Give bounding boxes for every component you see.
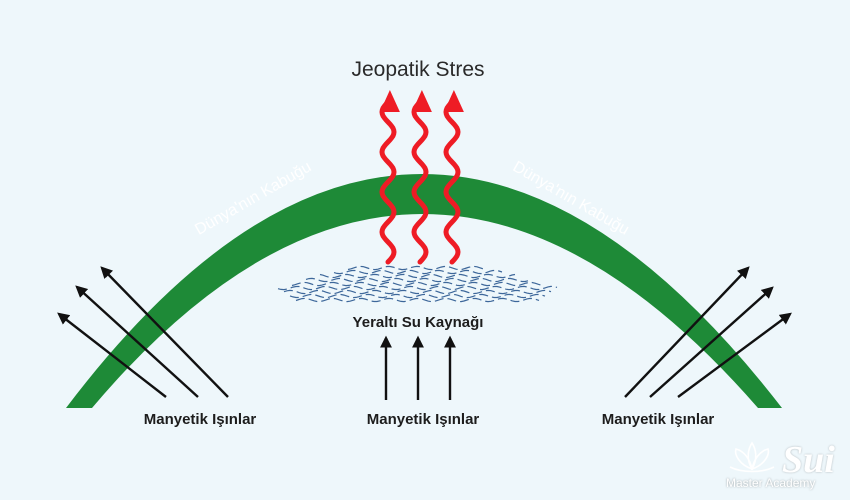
stress-wave [411, 97, 429, 265]
water-wave-line [295, 297, 540, 303]
water-wave-line [305, 277, 529, 283]
brand-name: Sui [782, 439, 835, 481]
magnetic-rays-right [624, 266, 792, 398]
rays-label-center: Manyetik Işınlar [366, 411, 480, 428]
magnetic-rays-left [57, 266, 229, 398]
ray-arrow [57, 312, 167, 398]
water-wave-line [277, 285, 558, 291]
water-wave-line [319, 273, 516, 279]
rays-label-right: Manyetik Işınlar [601, 411, 715, 428]
brand-logo: Sui Master Academy [722, 438, 840, 494]
stress-arrowhead [379, 90, 400, 112]
diagram-title: Jeopatik Stres [351, 58, 485, 81]
ray-arrow [649, 286, 774, 398]
earth-crust-arc [66, 174, 782, 408]
lotus-icon [729, 441, 775, 473]
water-wave-line [333, 269, 503, 275]
water-wave-line [283, 289, 552, 295]
underground-water-waves [277, 265, 558, 303]
magnetic-rays-center [380, 335, 456, 400]
ray-arrow [100, 266, 229, 398]
stress-wave [379, 97, 397, 265]
water-label: Yeraltı Su Kaynağı [352, 314, 484, 331]
water-wave-line [291, 281, 545, 287]
geopathic-stress-arrows [379, 90, 464, 265]
rays-label-left: Manyetik Işınlar [143, 411, 257, 428]
ray-arrow [624, 266, 750, 398]
stress-wave [443, 97, 461, 265]
brand-subtitle: Master Academy [726, 476, 816, 490]
ray-arrow [677, 312, 792, 398]
water-wave-line [289, 293, 546, 299]
stress-arrowhead [443, 90, 464, 112]
water-wave-line [347, 265, 487, 271]
ray-arrow [75, 285, 199, 398]
stress-arrowhead [411, 90, 432, 112]
